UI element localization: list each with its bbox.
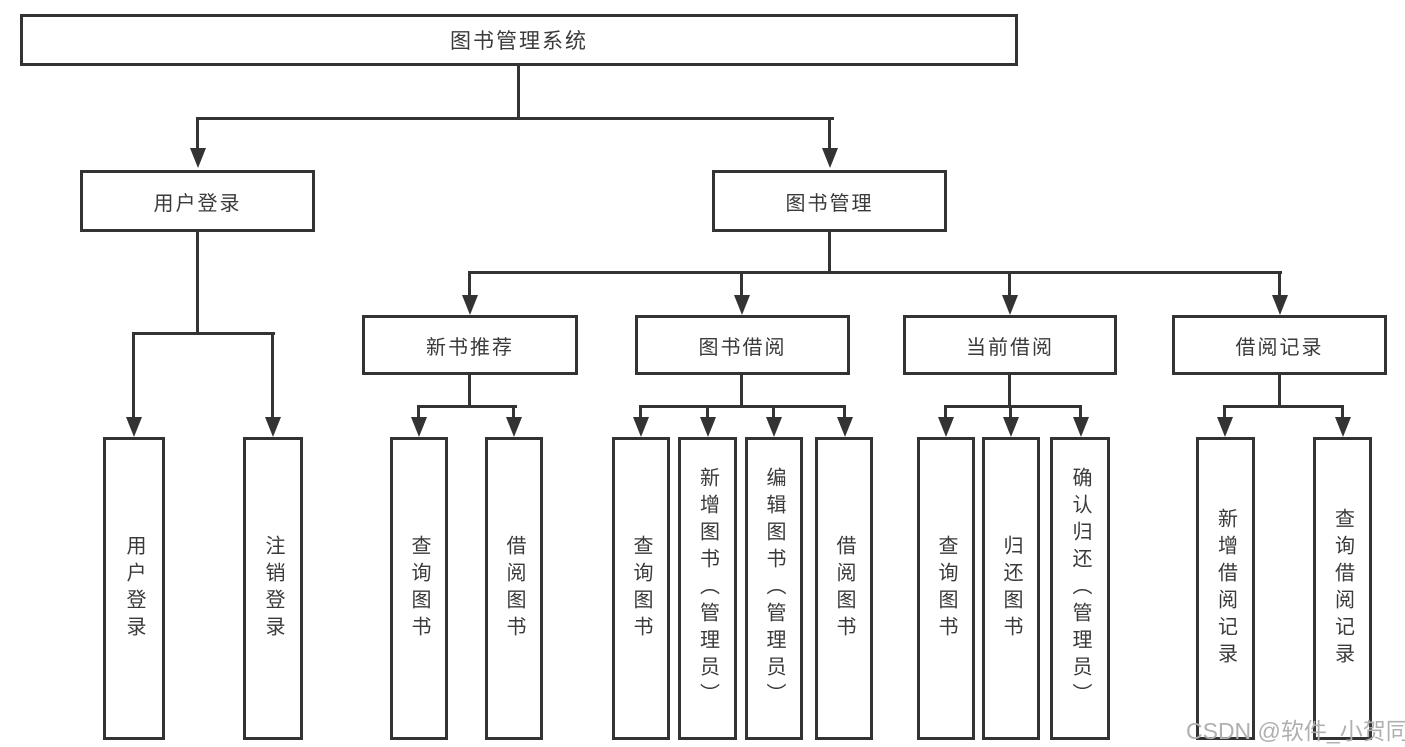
leaf-query-borrow-record-label: 查询借阅记录 xyxy=(1331,507,1354,670)
arrowhead xyxy=(506,417,522,437)
connector-vline xyxy=(706,405,709,420)
arrowhead xyxy=(411,417,427,437)
connector-vline xyxy=(1278,271,1281,298)
connector-vline xyxy=(944,405,947,420)
node-new-book-recommend: 新书推荐 xyxy=(362,315,578,375)
leaf-confirm-return-admin: 确认归还（管理员） xyxy=(1050,437,1110,740)
connector-hline xyxy=(1223,405,1344,408)
arrowhead xyxy=(938,417,954,437)
leaf-add-borrow-record: 新增借阅记录 xyxy=(1196,437,1255,740)
leaf-borrow-books: 借阅图书 xyxy=(815,437,873,740)
arrowhead xyxy=(1003,417,1019,437)
leaf-query-books-recommend-label: 查询图书 xyxy=(408,534,430,643)
leaf-return-books: 归还图书 xyxy=(982,437,1040,740)
arrowhead xyxy=(1002,295,1018,315)
connector-vline xyxy=(512,405,515,420)
node-new-book-recommend-label: 新书推荐 xyxy=(426,336,514,359)
arrowhead xyxy=(265,417,281,437)
arrowhead xyxy=(1335,417,1351,437)
connector-hline xyxy=(132,332,275,335)
connector-vline xyxy=(740,271,743,298)
connector-vline xyxy=(468,375,471,408)
node-book-management-label: 图书管理 xyxy=(785,192,874,215)
connector-hline xyxy=(639,405,846,408)
node-book-borrow-label: 图书借阅 xyxy=(698,336,787,359)
connector-vline xyxy=(417,405,420,420)
leaf-query-borrow-record: 查询借阅记录 xyxy=(1313,437,1372,740)
arrowhead xyxy=(1073,417,1089,437)
leaf-query-books-borrow: 查询图书 xyxy=(612,437,670,740)
leaf-confirm-return-admin-label: 确认归还（管理员） xyxy=(1069,467,1091,710)
connector-vline xyxy=(271,332,274,420)
connector-vline xyxy=(1278,375,1281,408)
connector-vline xyxy=(1223,405,1226,420)
connector-hline xyxy=(417,405,517,408)
connector-vline xyxy=(639,405,642,420)
leaf-borrow-books-recommend-label: 借阅图书 xyxy=(503,534,525,643)
node-book-borrow: 图书借阅 xyxy=(635,315,850,375)
connector-vline xyxy=(1008,271,1011,298)
connector-vline xyxy=(1341,405,1344,420)
arrowhead xyxy=(126,417,142,437)
leaf-edit-books-admin-label: 编辑图书（管理员） xyxy=(763,467,785,710)
arrowhead xyxy=(190,148,206,168)
arrowhead xyxy=(837,417,853,437)
connector-hline xyxy=(196,117,834,120)
node-borrow-records: 借阅记录 xyxy=(1172,315,1387,375)
leaf-add-books-admin: 新增图书（管理员） xyxy=(678,437,737,740)
connector-hline xyxy=(944,405,1082,408)
leaf-add-borrow-record-label: 新增借阅记录 xyxy=(1214,507,1237,670)
arrowhead xyxy=(766,417,782,437)
connector-vline xyxy=(1079,405,1082,420)
node-borrow-records-label: 借阅记录 xyxy=(1235,336,1324,359)
connector-vline xyxy=(468,271,471,298)
node-root-label: 图书管理系统 xyxy=(450,30,588,53)
connector-vline xyxy=(132,332,135,420)
leaf-logout: 注销登录 xyxy=(243,437,303,740)
connector-vline xyxy=(843,405,846,420)
node-user-login: 用户登录 xyxy=(80,170,315,232)
arrowhead xyxy=(462,295,478,315)
connector-vline xyxy=(196,232,199,335)
arrowhead xyxy=(1217,417,1233,437)
leaf-query-books-current: 查询图书 xyxy=(917,437,975,740)
connector-vline xyxy=(772,405,775,420)
leaf-borrow-books-label: 借阅图书 xyxy=(833,534,855,643)
leaf-borrow-books-recommend: 借阅图书 xyxy=(485,437,543,740)
arrowhead xyxy=(700,417,716,437)
leaf-return-books-label: 归还图书 xyxy=(1000,534,1022,643)
connector-vline xyxy=(196,117,199,152)
leaf-query-books-recommend: 查询图书 xyxy=(390,437,448,740)
leaf-logout-label: 注销登录 xyxy=(262,534,284,643)
arrowhead xyxy=(822,148,838,168)
watermark: CSDN @软件_小贺同学 xyxy=(1186,718,1405,744)
connector-hline xyxy=(468,271,1282,274)
arrowhead xyxy=(734,295,750,315)
node-current-borrow-label: 当前借阅 xyxy=(966,336,1054,359)
arrowhead xyxy=(633,417,649,437)
node-user-login-label: 用户登录 xyxy=(153,192,242,215)
connector-vline xyxy=(517,66,520,119)
connector-vline xyxy=(1008,375,1011,408)
node-current-borrow: 当前借阅 xyxy=(903,315,1117,375)
leaf-query-books-borrow-label: 查询图书 xyxy=(630,534,652,643)
leaf-user-login-label: 用户登录 xyxy=(123,534,145,643)
leaf-add-books-admin-label: 新增图书（管理员） xyxy=(696,467,719,710)
leaf-user-login: 用户登录 xyxy=(103,437,165,740)
connector-vline xyxy=(828,232,831,274)
arrowhead xyxy=(1272,295,1288,315)
connector-vline xyxy=(1009,405,1012,420)
node-book-management: 图书管理 xyxy=(712,170,947,232)
leaf-edit-books-admin: 编辑图书（管理员） xyxy=(745,437,803,740)
connector-vline xyxy=(740,375,743,408)
connector-vline xyxy=(828,117,831,152)
leaf-query-books-current-label: 查询图书 xyxy=(935,534,957,643)
node-root: 图书管理系统 xyxy=(20,14,1018,66)
